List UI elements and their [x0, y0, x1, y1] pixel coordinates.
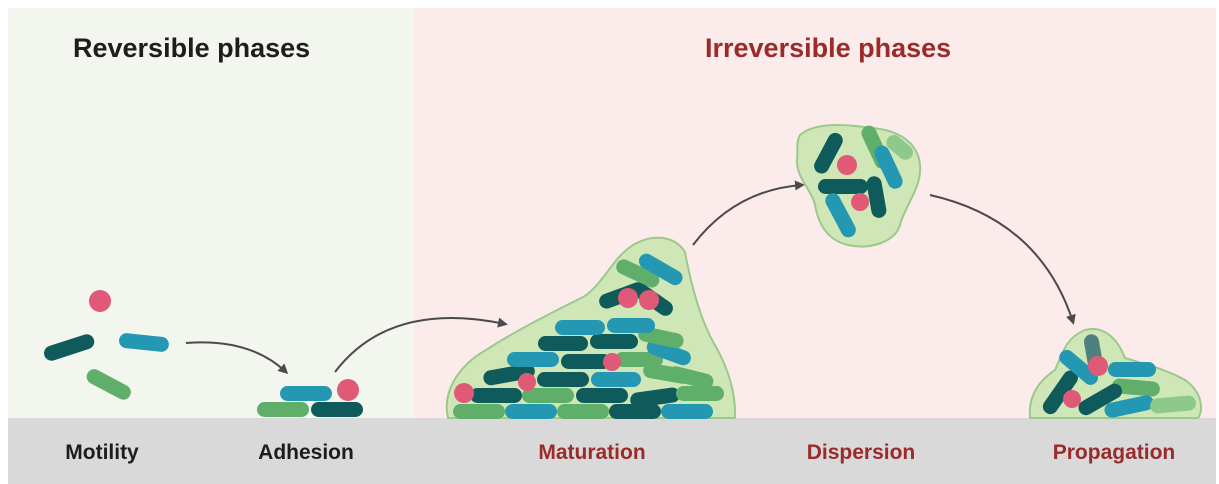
rod-bacterium-icon [280, 386, 332, 401]
rod-bacterium-icon [537, 372, 589, 387]
rod-bacterium-icon [507, 352, 559, 367]
coccus-icon [454, 383, 474, 403]
stage-label-propagation: Propagation [1053, 441, 1176, 465]
rod-bacterium-icon [576, 388, 628, 403]
coccus-icon [603, 353, 621, 371]
coccus-icon [337, 379, 359, 401]
stage-label-dispersion: Dispersion [807, 441, 916, 465]
rod-bacterium-icon [453, 404, 505, 419]
motility-bacteria-group [42, 290, 169, 402]
stage-label-adhesion: Adhesion [258, 441, 354, 465]
dispersion-biofilm-group [797, 123, 920, 246]
rod-bacterium-icon [257, 402, 309, 417]
rod-bacterium-icon [118, 332, 169, 352]
coccus-icon [1088, 356, 1108, 376]
rod-bacterium-icon [555, 320, 605, 335]
coccus-icon [618, 288, 638, 308]
curved-arrow-icon [693, 185, 802, 245]
stage-label-maturation: Maturation [538, 441, 645, 465]
coccus-icon [837, 155, 857, 175]
adhesion-bacteria-group [257, 379, 363, 417]
coccus-icon [518, 373, 536, 391]
rod-bacterium-icon [538, 336, 588, 351]
rod-bacterium-icon [42, 332, 96, 362]
rod-bacterium-icon [591, 372, 641, 387]
rod-bacterium-icon [607, 318, 655, 333]
rod-bacterium-icon [557, 404, 609, 419]
rod-bacterium-icon [311, 402, 363, 417]
rod-bacterium-icon [505, 404, 557, 419]
coccus-icon [639, 290, 659, 310]
propagation-biofilm-group [1030, 329, 1201, 419]
coccus-icon [89, 290, 111, 312]
rod-bacterium-icon [84, 367, 133, 403]
stage-label-motility: Motility [65, 441, 139, 465]
curved-arrow-icon [186, 342, 286, 372]
curved-arrow-icon [930, 195, 1073, 322]
maturation-biofilm-group [447, 238, 735, 419]
rod-bacterium-icon [1108, 362, 1156, 377]
rod-bacterium-icon [661, 404, 713, 419]
rod-bacterium-icon [818, 179, 868, 194]
rod-bacterium-icon [470, 388, 522, 403]
coccus-icon [851, 193, 869, 211]
rod-bacterium-icon [590, 334, 638, 349]
coccus-icon [1063, 390, 1081, 408]
rod-bacterium-icon [676, 386, 724, 401]
